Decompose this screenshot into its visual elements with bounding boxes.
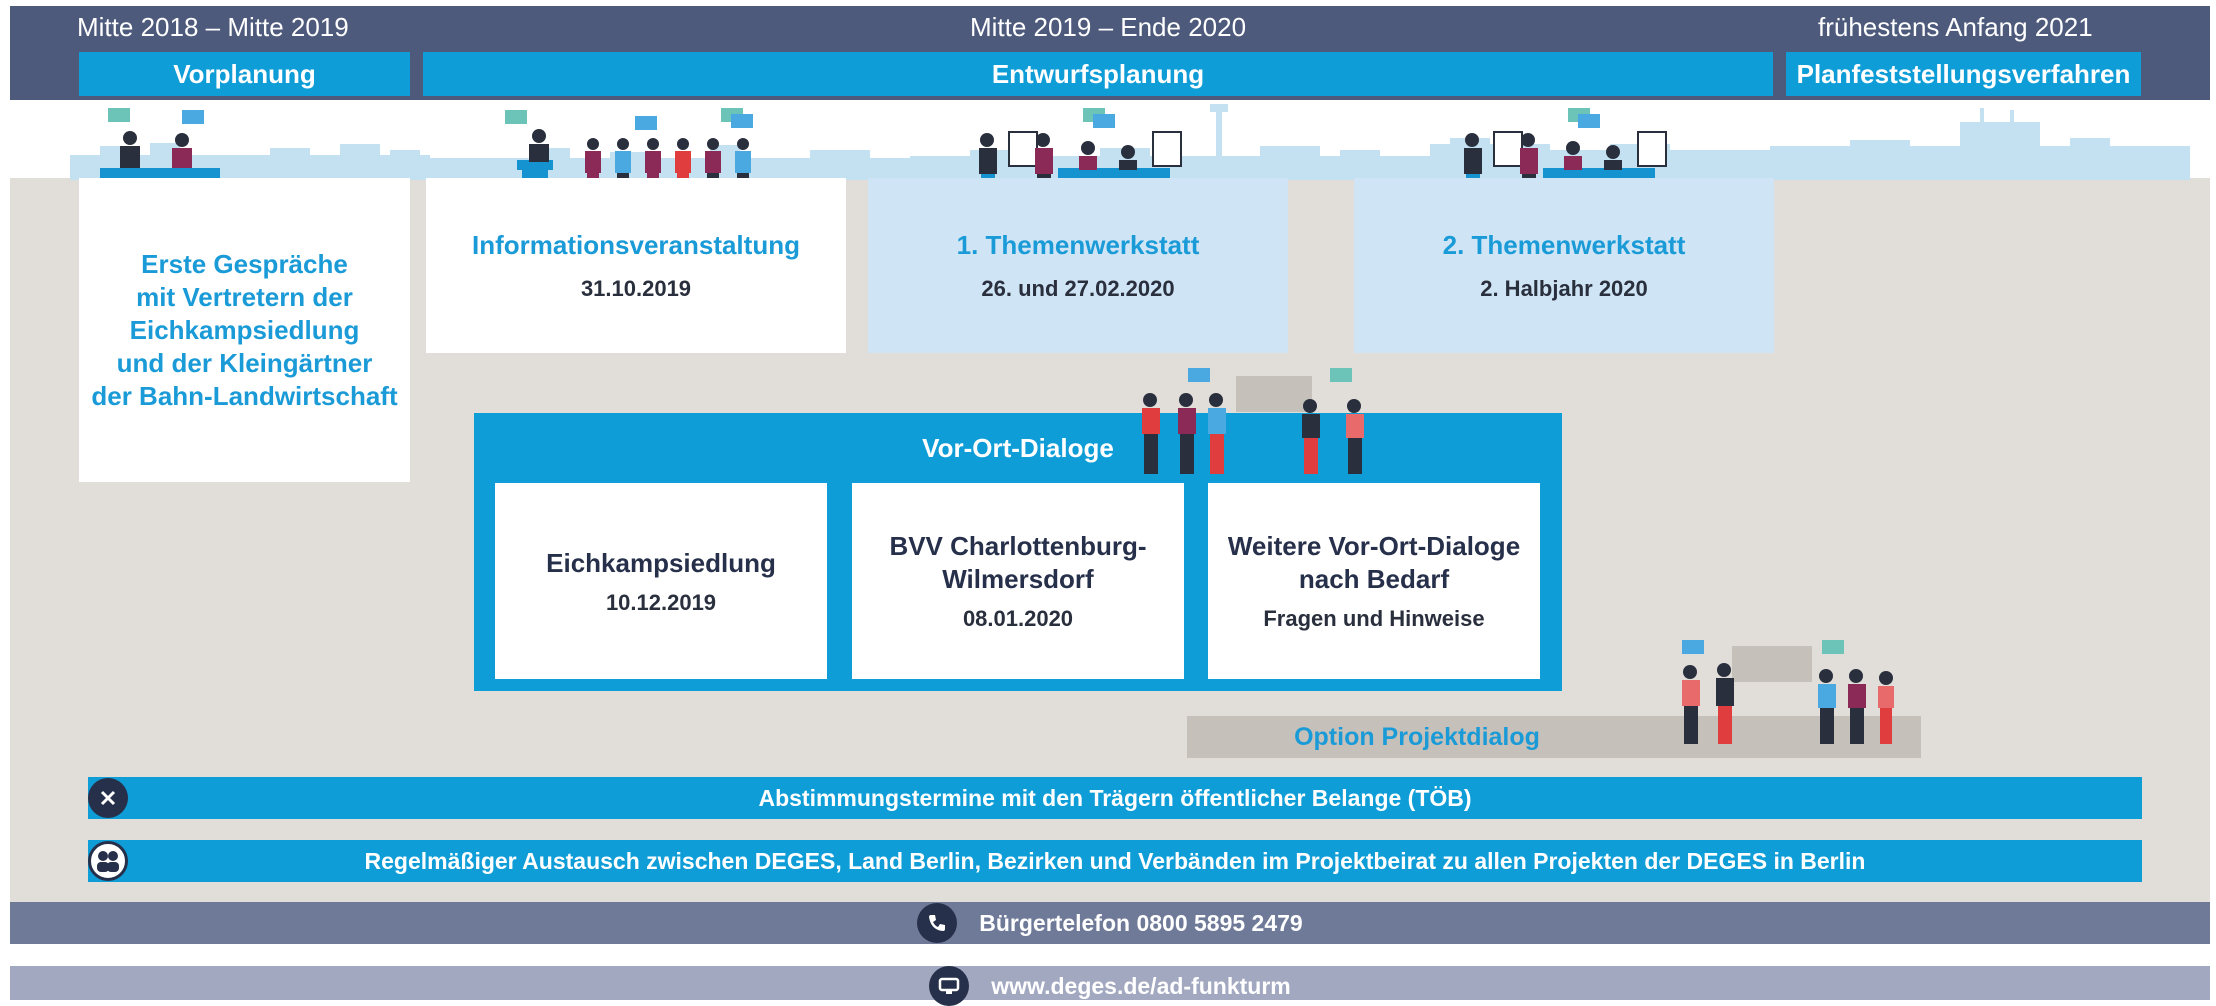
person-icon	[175, 133, 189, 147]
projektdialog-label: Option Projektdialog	[1294, 722, 1540, 751]
easel-icon	[1152, 131, 1182, 167]
info-date: 31.10.2019	[580, 276, 692, 301]
dialog-card-bvv: BVV Charlottenburg- Wilmersdorf 08.01.20…	[852, 483, 1184, 679]
web-link[interactable]: www.deges.de/ad-funkturm	[991, 972, 1291, 999]
vor-ort-dialoge-title: Vor-Ort-Dialoge	[922, 432, 1114, 463]
phone-text[interactable]: Bürgertelefon 0800 5895 2479	[979, 909, 1303, 936]
period-third: frühestens Anfang 2021	[1818, 12, 2093, 42]
dialog-card-weitere: Weitere Vor-Ort-Dialoge nach Bedarf Frag…	[1208, 483, 1540, 679]
projektdialog-bar	[1187, 716, 1921, 758]
dialog-date: 10.12.2019	[605, 589, 717, 615]
dialog-card-eichkamp: Eichkampsiedlung 10.12.2019	[495, 483, 827, 679]
period-second: Mitte 2019 – Ende 2020	[969, 12, 1247, 42]
easel-icon	[1637, 131, 1667, 167]
monitor-icon	[929, 966, 970, 1006]
speech-bubble-icon	[505, 110, 527, 124]
dialog-title: BVV Charlottenburg- Wilmersdorf	[889, 531, 1147, 594]
projektdialog-illustration	[1682, 640, 1894, 744]
card-themenwerkstatt-1: 1. Themenwerkstatt 26. und 27.02.2020	[868, 178, 1288, 353]
card-erste-gespraeche: Erste Gespräche mit Vertretern der Eichk…	[79, 178, 410, 482]
close-icon	[88, 778, 128, 818]
werkstatt1-date: 26. und 27.02.2020	[981, 276, 1175, 301]
speech-bubble-icon	[1822, 640, 1844, 654]
austausch-bar: Regelmäßiger Austausch zwischen DEGES, L…	[88, 840, 2142, 882]
speech-bubble-icon	[108, 108, 130, 122]
period-first: Mitte 2018 – Mitte 2019	[77, 12, 349, 42]
werkstatt2-title: 2. Themenwerkstatt	[1442, 230, 1686, 260]
people-icon	[88, 841, 128, 881]
card-informationsveranstaltung: Informationsveranstaltung 31.10.2019	[426, 178, 846, 353]
speech-bubble-icon	[635, 116, 657, 130]
dialog-title: Eichkampsiedlung	[546, 547, 776, 578]
toeb-text: Abstimmungstermine mit den Trägern öffen…	[758, 784, 1472, 811]
phase-vorplanung: Vorplanung	[79, 52, 410, 96]
info-title: Informationsveranstaltung	[472, 230, 800, 260]
werkstatt2-date: 2. Halbjahr 2020	[1480, 276, 1648, 301]
dialog-date: Fragen und Hinweise	[1263, 606, 1485, 631]
podium-icon	[517, 160, 553, 170]
speech-bubble-icon	[182, 110, 204, 124]
speech-bubble-icon	[1330, 368, 1352, 382]
phase-entwurfsplanung: Entwurfsplanung	[423, 52, 1773, 96]
person-icon	[123, 131, 137, 145]
phase-planfeststellung: Planfeststellungsverfahren	[1786, 52, 2141, 96]
phone-band: Bürgertelefon 0800 5895 2479	[10, 902, 2210, 944]
dialog-title: Weitere Vor-Ort-Dialoge nach Bedarf	[1227, 531, 1521, 594]
easel-icon	[1493, 131, 1523, 167]
werkstatt1-title: 1. Themenwerkstatt	[956, 230, 1200, 260]
vor-ort-illustration	[1142, 368, 1364, 474]
card-themenwerkstatt-2: 2. Themenwerkstatt 2. Halbjahr 2020	[1354, 178, 1774, 353]
speech-bubble-icon	[1682, 640, 1704, 654]
phone-icon	[917, 903, 958, 943]
austausch-text: Regelmäßiger Austausch zwischen DEGES, L…	[364, 847, 1866, 874]
dialog-date: 08.01.2020	[962, 606, 1074, 631]
person-icon	[532, 129, 546, 143]
erste-gespraeche-text: Erste Gespräche mit Vertretern der Eichk…	[91, 248, 398, 411]
toeb-bar: Abstimmungstermine mit den Trägern öffen…	[88, 777, 2142, 819]
speech-bubble-icon	[1188, 368, 1210, 382]
easel-icon	[1008, 131, 1038, 167]
web-band: www.deges.de/ad-funkturm	[10, 966, 2210, 1006]
